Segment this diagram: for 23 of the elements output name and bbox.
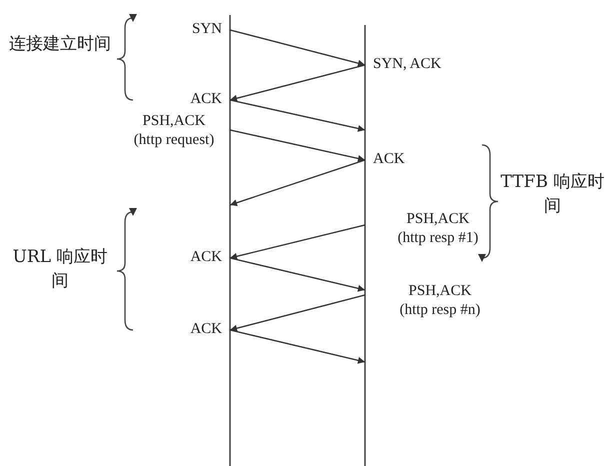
interval-label: TTFB 响应时间: [500, 171, 605, 218]
message-label: PSH,ACK (http resp #n): [398, 282, 482, 320]
message-arrow: [230, 129, 366, 162]
message-arrow: [230, 99, 366, 132]
message-label: PSH,ACK (http resp #1): [396, 210, 480, 248]
message-label: ACK: [190, 90, 222, 109]
message-arrow: [230, 64, 366, 102]
message-label: SYN, ACK: [373, 55, 442, 74]
message-arrow: [230, 224, 366, 260]
message-arrow: [230, 29, 366, 67]
message-arrow: [230, 294, 366, 332]
message-label: ACK: [373, 150, 405, 169]
message-label: ACK: [190, 320, 222, 339]
message-label: SYN: [192, 20, 222, 39]
interval-label: URL 响应时间: [12, 246, 108, 293]
lifeline: [229, 15, 231, 466]
message-label: ACK: [190, 248, 222, 267]
message-arrow: [230, 329, 366, 364]
message-arrow: [230, 159, 366, 206]
lifeline: [364, 25, 366, 466]
message-label: PSH,ACK (http request): [132, 112, 216, 150]
message-arrow: [230, 257, 366, 292]
interval-label: 连接建立时间: [8, 33, 112, 56]
